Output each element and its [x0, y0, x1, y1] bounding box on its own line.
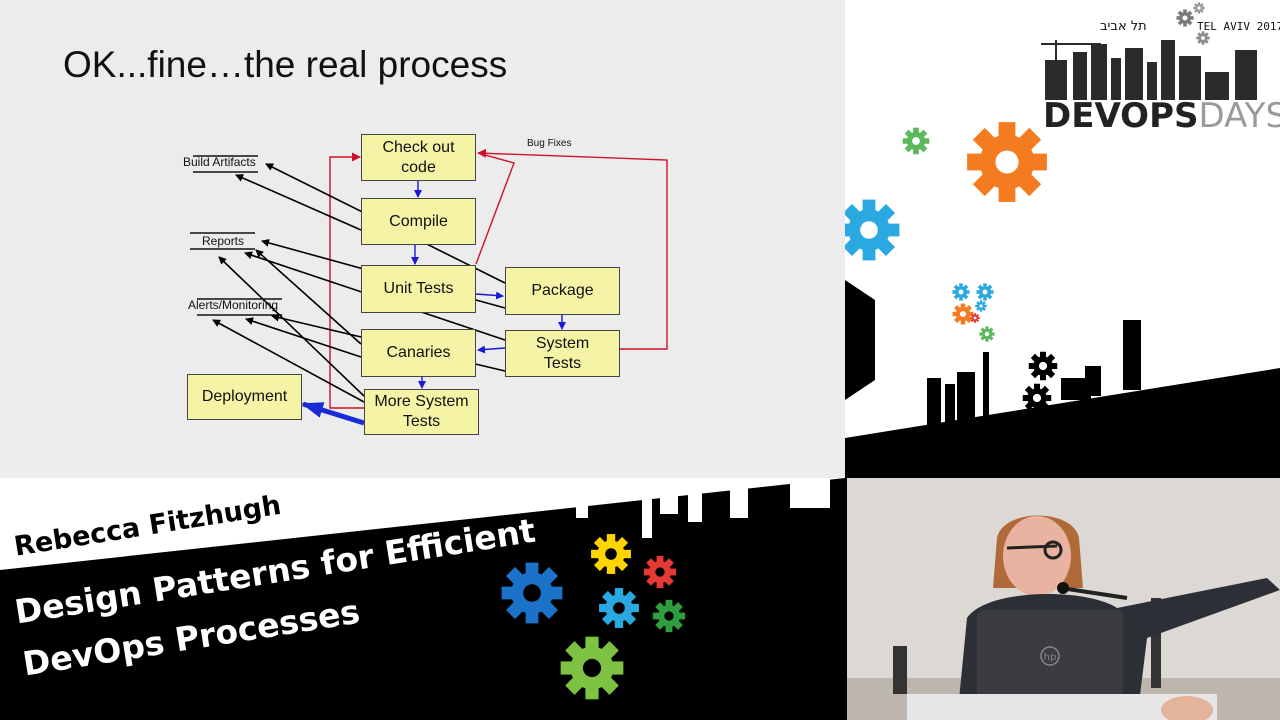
- flow-arrows: [411, 181, 566, 389]
- orange-gear-icon: [967, 122, 1047, 202]
- box-more-system-tests: More System Tests: [364, 389, 479, 435]
- light-blue-gear-icon: [599, 588, 639, 628]
- box-system-tests: System Tests: [505, 330, 620, 377]
- lower-third-art: [0, 478, 845, 700]
- devopsdays-logo: DEVOPSDAYS: [1043, 96, 1280, 136]
- skyline-logo-icon: [1041, 40, 1257, 100]
- inverted-skyline-icon: [460, 478, 830, 538]
- lime-gear-icon: [560, 636, 624, 700]
- label-reports: Reports: [202, 234, 245, 248]
- small-gear-cluster-icon: [952, 283, 995, 342]
- speaker-face: [1003, 516, 1071, 596]
- label-underlines: [190, 155, 282, 316]
- box-canaries: Canaries: [361, 329, 476, 377]
- label-bug-fixes: Bug Fixes: [527, 138, 572, 149]
- box-deployment: Deployment: [187, 374, 302, 420]
- blue-gear-icon: [501, 562, 563, 624]
- speaker-video-frame: hp: [847, 478, 1280, 720]
- deploy-arrow: [301, 401, 365, 426]
- ground-shape: [845, 368, 1280, 478]
- laptop: [977, 610, 1123, 696]
- slide-title: OK...fine…the real process: [63, 44, 508, 85]
- speaker-video: hp: [847, 478, 1280, 720]
- branding-art: תל אביב TEL AVIV 2017 DEVOPSDAYS: [845, 2, 1280, 478]
- box-package: Package: [505, 267, 620, 315]
- label-build-artifacts: Build Artifacts: [183, 155, 256, 169]
- laptop-logo: hp: [1044, 652, 1057, 663]
- red-gear-icon: [643, 555, 677, 589]
- lower-third: Rebecca Fitzhugh Design Patterns for Eff…: [0, 478, 845, 720]
- box-compile: Compile: [361, 198, 476, 245]
- green-gear-icon: [652, 599, 686, 633]
- bottom-skyline-icon: [845, 280, 1141, 428]
- slide: OK...fine…the real process: [0, 0, 845, 478]
- box-checkout: Check out code: [361, 134, 476, 181]
- yellow-gear-icon: [591, 534, 631, 574]
- event-hebrew: תל אביב: [1100, 19, 1147, 34]
- branding-panel: תל אביב TEL AVIV 2017 DEVOPSDAYS: [845, 0, 1280, 478]
- feedback-arrows: [329, 148, 668, 409]
- label-alerts-monitoring: Alerts/Monitoring: [188, 298, 279, 312]
- green-gear-icon: [902, 127, 930, 155]
- blue-gear-icon: [845, 199, 900, 261]
- event-year: TEL AVIV 2017: [1197, 20, 1280, 33]
- box-unit-tests: Unit Tests: [361, 265, 476, 313]
